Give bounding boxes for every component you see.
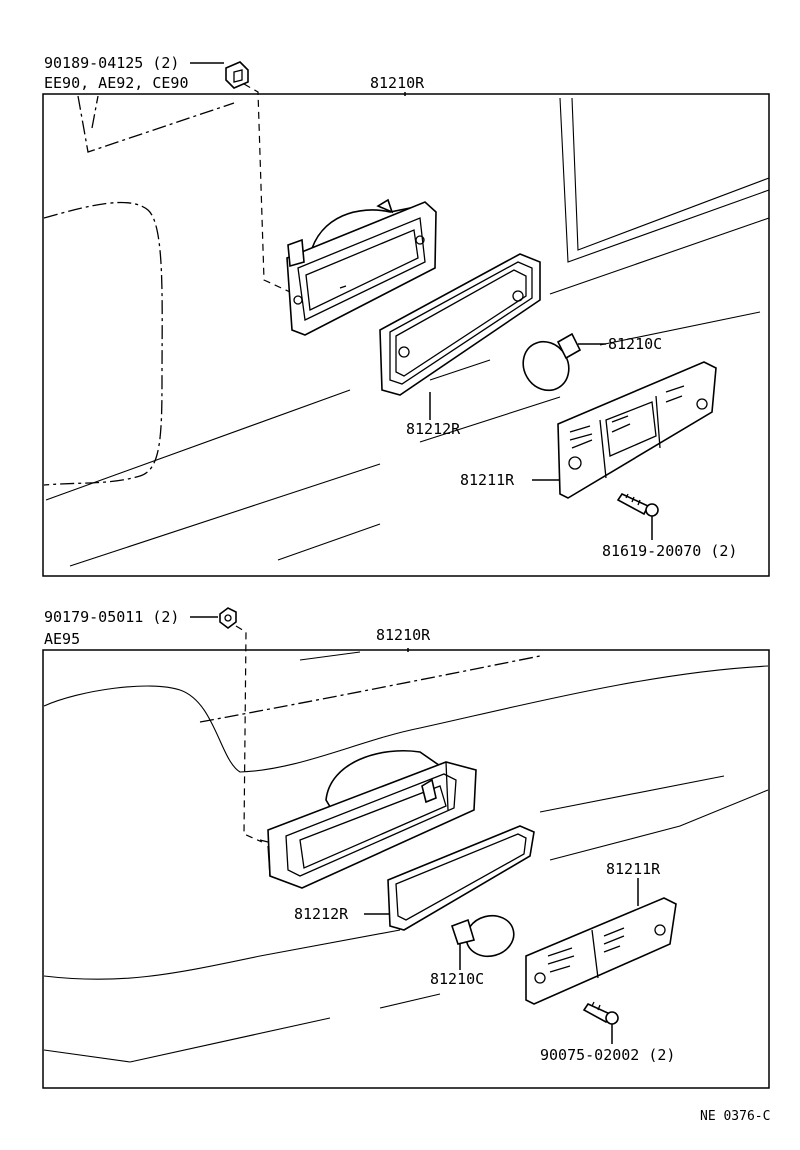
label-nut-90179: 90179-05011 (2) <box>44 608 179 626</box>
bottom-gasket <box>364 825 535 931</box>
bottom-screw-icon <box>582 1001 619 1044</box>
label-lamp-assembly-top: 81210R <box>370 74 425 92</box>
label-bulb-top: 81210C <box>608 335 662 353</box>
nut-90179-icon <box>190 607 237 629</box>
top-car-body-outline <box>43 95 770 567</box>
nut-dashed-leader <box>235 625 263 843</box>
label-screw-top: 81619-20070 (2) <box>602 542 737 560</box>
bottom-lamp-housing <box>259 648 477 889</box>
label-lens-bottom: 81211R <box>606 860 661 878</box>
bottom-lens <box>525 878 677 1005</box>
label-gasket-top: 81212R <box>406 420 461 438</box>
label-models-top: EE90, AE92, CE90 <box>44 74 189 92</box>
label-models-bottom: AE95 <box>44 630 80 648</box>
top-screw-icon <box>616 492 659 540</box>
bottom-panel-frame <box>42 649 770 1089</box>
top-lens <box>532 361 717 499</box>
label-screw-bottom: 90075-02002 (2) <box>540 1046 675 1064</box>
top-gasket <box>379 253 541 420</box>
label-gasket-bottom: 81212R <box>294 905 349 923</box>
label-bulb-bottom: 81210C <box>430 970 484 988</box>
top-lamp-housing <box>286 92 437 336</box>
top-panel-frame <box>42 93 770 577</box>
label-lens-top: 81211R <box>460 471 515 489</box>
label-clip-90189: 90189-04125 (2) <box>44 54 179 72</box>
top-bulb-icon <box>522 332 606 392</box>
bottom-bulb-icon <box>450 914 515 970</box>
diagram-id: NE 0376-C <box>700 1109 770 1124</box>
top-panel: 90189-04125 (2) EE90, AE92, CE90 81210R … <box>42 54 770 577</box>
bottom-panel: 90179-05011 (2) AE95 81210R 81211R 81212… <box>42 607 770 1089</box>
bottom-car-body-outline <box>43 651 769 1063</box>
label-lamp-assembly-bottom: 81210R <box>376 626 431 644</box>
clip-90189-icon <box>190 61 249 89</box>
clip-dashed-leader <box>243 83 291 293</box>
